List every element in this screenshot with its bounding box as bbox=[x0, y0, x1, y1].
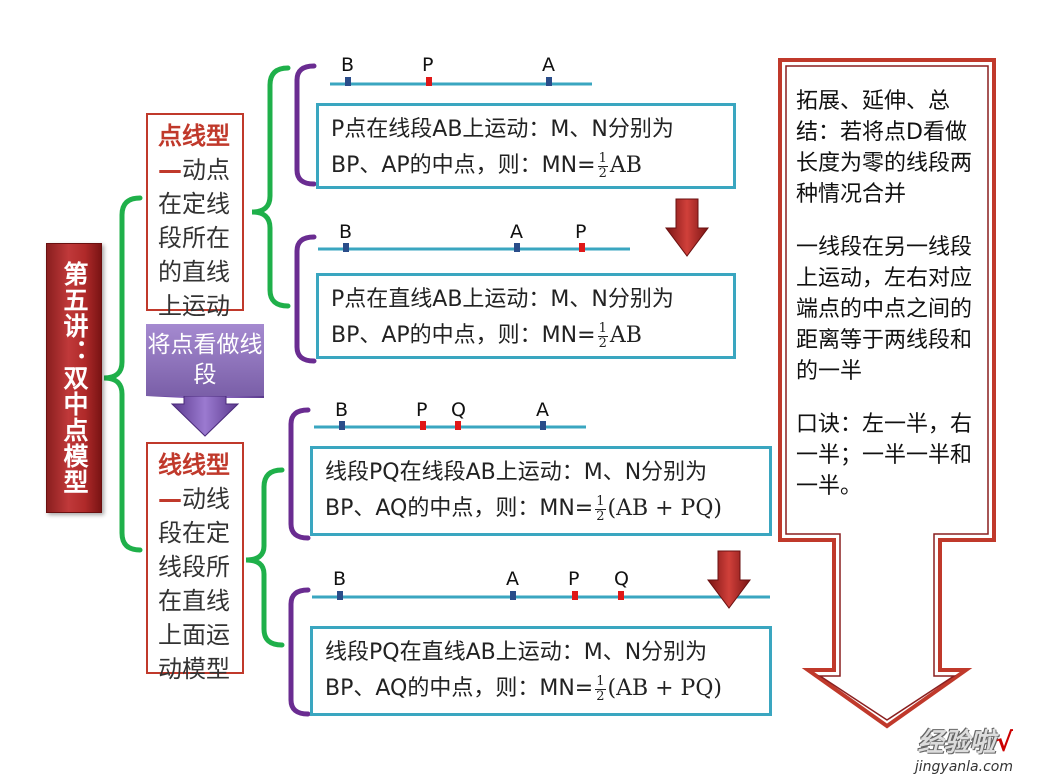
down-arrow-icon bbox=[665, 198, 709, 257]
watermark-url: jingyanla.com bbox=[914, 759, 1013, 775]
point-label: Q bbox=[451, 399, 466, 421]
point-label: B bbox=[339, 221, 353, 243]
point-line-type-desc: 动点在定线段所在的直线上运动 bbox=[158, 156, 230, 320]
point-label: A bbox=[506, 568, 519, 590]
summary-panel: 拓展、延伸、总结：若将点D看做长度为零的线段两种情况合并 一线段在另一线段上运动… bbox=[784, 66, 990, 536]
line-line-type-desc: 动线段在定线段所在直线上面运动模型 bbox=[158, 485, 230, 683]
point-label: Q bbox=[614, 568, 629, 590]
point-label: A bbox=[542, 54, 555, 76]
summary-paragraph: 一线段在另一线段上运动，左右对应端点的中点之间的距离等于两线段和的一半 bbox=[796, 235, 973, 384]
line-line-type-box: 线线型—动线段在定线段所在直线上面运动模型 bbox=[146, 442, 244, 683]
line-line-type-label: 线线型 bbox=[158, 451, 230, 479]
point-label: A bbox=[510, 221, 523, 243]
formula-line: 线段PQ在直线AB上运动：M、N分别为 bbox=[325, 640, 708, 665]
point-line-type-label: 点线型 bbox=[158, 122, 230, 150]
formula-line: P点在直线AB上运动：M、N分别为 bbox=[331, 287, 674, 312]
convert-label: 将点看做线段 bbox=[146, 324, 264, 396]
formula-line: P点在线段AB上运动：M、N分别为 bbox=[331, 117, 674, 142]
point-label: P bbox=[575, 221, 587, 243]
green-bracket-main bbox=[103, 65, 291, 648]
point-label: B bbox=[333, 568, 347, 590]
summary-paragraph: 口诀：左一半，右一半；一半一半和一半。 bbox=[796, 412, 973, 499]
point-label: A bbox=[536, 399, 549, 421]
summary-arrow-outline bbox=[778, 58, 996, 729]
check-icon: √ bbox=[995, 728, 1013, 758]
point-line-type-box: 点线型—动点在定线段所在的直线上运动 bbox=[146, 113, 244, 320]
lesson-title: 第五讲：双中点模型 bbox=[46, 243, 102, 513]
point-label: B bbox=[335, 399, 349, 421]
summary-paragraph: 拓展、延伸、总结：若将点D看做长度为零的线段两种情况合并 bbox=[796, 89, 973, 207]
watermark-text: 经验啦 bbox=[917, 728, 996, 758]
point-markers bbox=[337, 77, 624, 600]
purple-bracket bbox=[288, 63, 317, 717]
down-arrow-icon bbox=[707, 550, 751, 609]
point-label: P bbox=[416, 399, 428, 421]
point-label: P bbox=[422, 54, 434, 76]
formula-line: 线段PQ在线段AB上运动：M、N分别为 bbox=[325, 460, 708, 485]
point-label: P bbox=[568, 568, 580, 590]
watermark: 经验啦√ jingyanla.com bbox=[915, 722, 1013, 775]
point-label: B bbox=[341, 54, 355, 76]
